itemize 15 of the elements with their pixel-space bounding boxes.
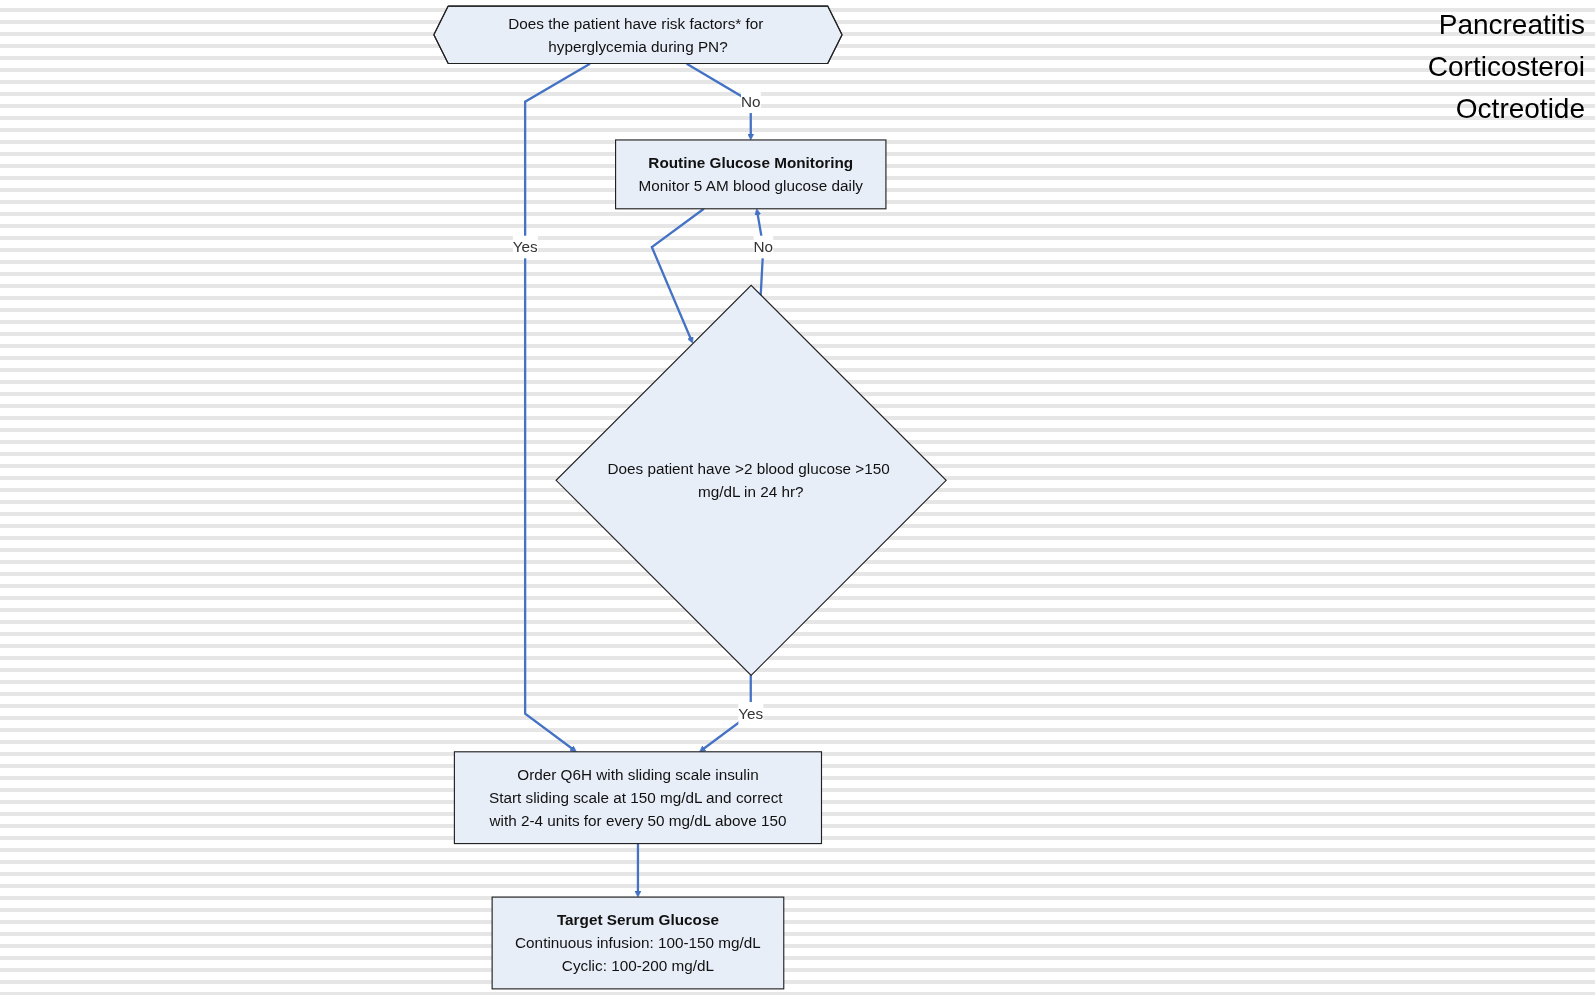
- arrow: [524, 62, 591, 753]
- arrow: [634, 843, 642, 898]
- arrow: [686, 62, 755, 141]
- node-box: Routine Glucose Monitoring Monitor 5 AM blood glucose daily: [615, 139, 887, 210]
- edge-label: No: [753, 238, 774, 256]
- edge-label: Yes: [512, 238, 538, 256]
- edge-label: No: [740, 93, 761, 111]
- node-diamond: Does patient have >2 blood glucose >150 mg/dL in 24 hr?: [555, 284, 947, 677]
- note-text: Octreotide: [1454, 92, 1585, 126]
- edge-label: Yes: [738, 705, 764, 722]
- arrow: [650, 207, 705, 344]
- note-text: Corticosteroi: [1427, 50, 1585, 84]
- node-box: Order Q6H with sliding scale insulin Start sliding scale at 150 mg/dL and correct with 2-4 units for every 50 mg/dL above 150: [453, 751, 823, 845]
- node-box: Target Serum Glucose Continuous infusion: 100-150 mg/dL Cyclic: 100-200 mg/dL: [491, 896, 785, 990]
- note-text: Pancreatitis: [1437, 8, 1585, 42]
